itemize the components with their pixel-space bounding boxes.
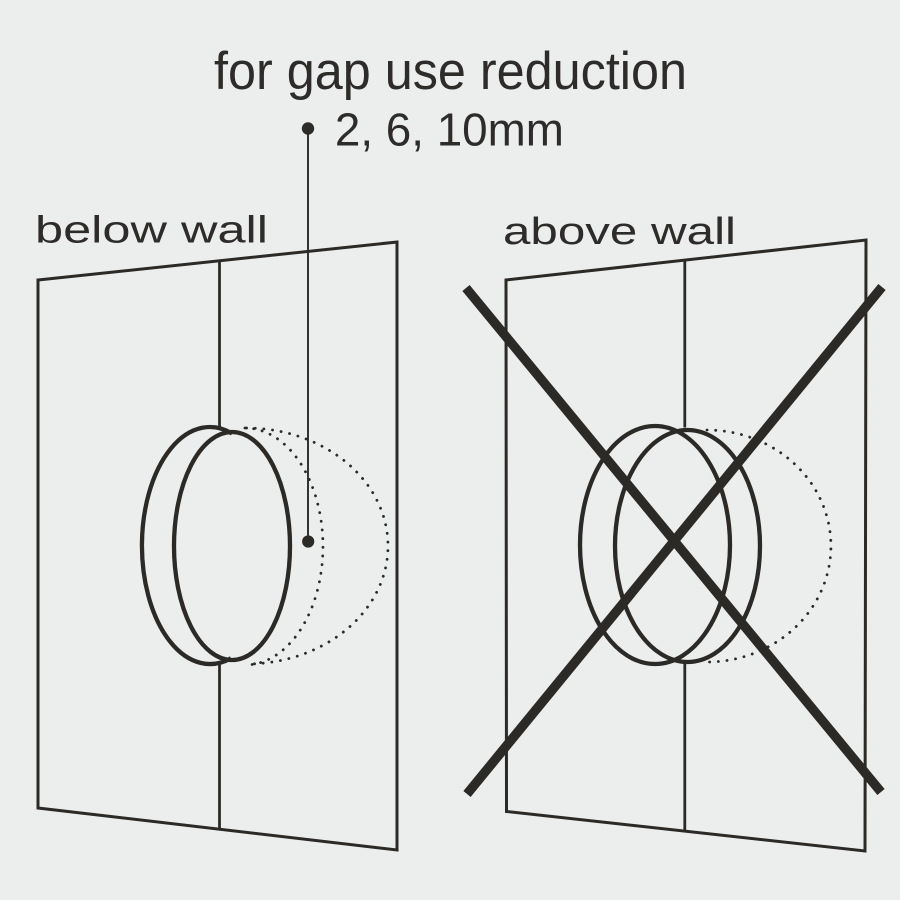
svg-text:2, 6, 10mm: 2, 6, 10mm [335,103,564,155]
svg-text:below wall: below wall [35,210,268,252]
svg-text:above wall: above wall [503,211,736,253]
svg-text:for gap use reduction: for gap use reduction [214,42,687,101]
